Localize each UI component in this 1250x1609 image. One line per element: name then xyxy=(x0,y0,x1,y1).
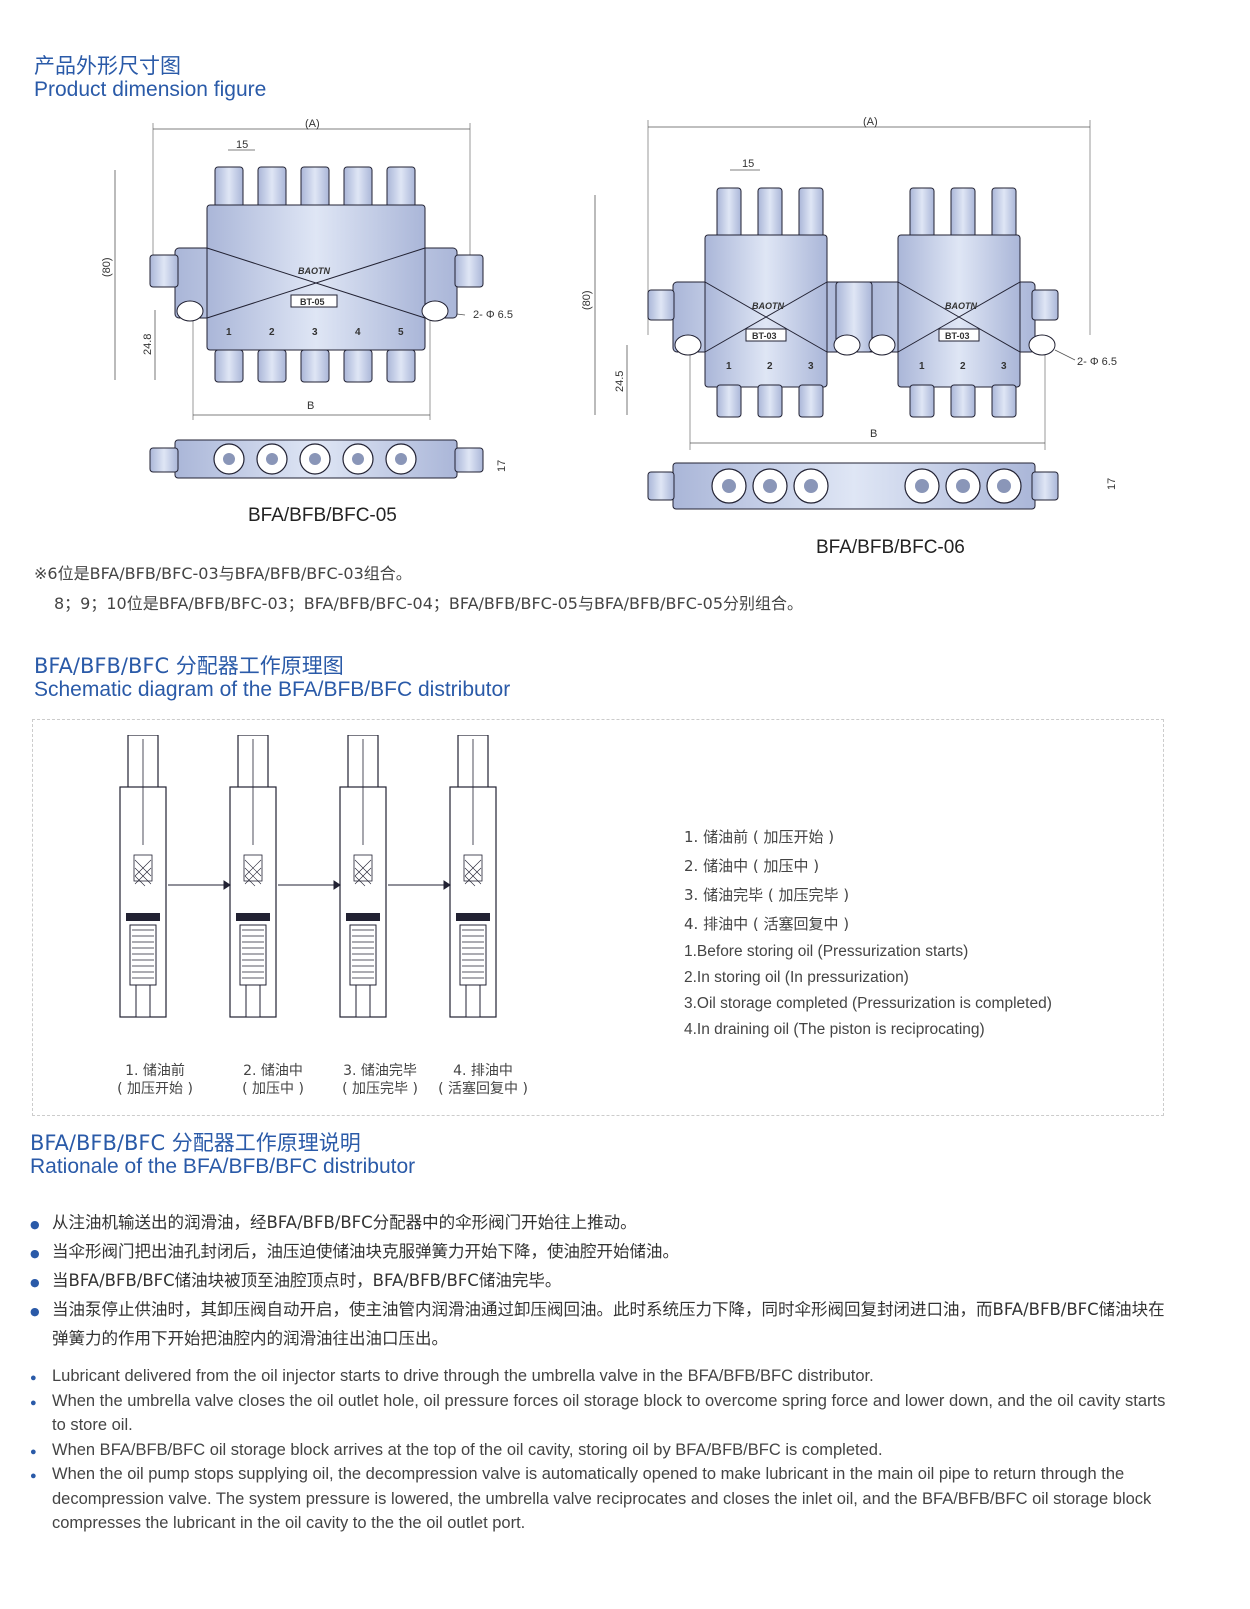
schematic-legend: 1. 储油前 ( 加压开始 ) 2. 储油中 ( 加压中 ) 3. 储油完毕 (… xyxy=(684,823,1052,1043)
note-line-2: 8；9；10位是BFA/BFB/BFC-03；BFA/BFB/BFC-04；BF… xyxy=(54,594,804,613)
schematic-caption: 3. 储油完毕 ( 加压完毕 ) xyxy=(325,1062,435,1098)
left-dim-hole: 2- Φ 6.5 xyxy=(473,309,513,321)
right-dim-a: (A) xyxy=(863,116,878,128)
schematic-drawing xyxy=(119,735,497,1018)
caption-title: 2. 储油中 xyxy=(243,1063,303,1079)
left-dim-height: (80) xyxy=(101,257,113,277)
note-line-1: ※6位是BFA/BFB/BFC-03与BFA/BFB/BFC-03组合。 xyxy=(34,564,412,583)
left-model-label: BFA/BFB/BFC-05 xyxy=(248,505,397,526)
caption-title: 4. 排油中 xyxy=(453,1063,513,1079)
right-dim-hole: 2- Φ 6.5 xyxy=(1077,356,1117,368)
caption-title: 1. 储油前 xyxy=(125,1063,185,1079)
outlet-number: 1 xyxy=(726,361,732,372)
legend-en-2: 2.In storing oil (In pressurization) xyxy=(684,969,909,986)
rationale-cn-item: 当BFA/BFB/BFC储油块被顶至油腔顶点时，BFA/BFB/BFC储油完毕。 xyxy=(30,1266,1180,1297)
caption-title: 3. 储油完毕 xyxy=(343,1063,417,1079)
schematic-caption: 4. 排油中 ( 活塞回复中 ) xyxy=(428,1062,538,1098)
caption-subtitle: ( 加压开始 ) xyxy=(117,1081,193,1097)
right-block-label-1: BT-03 xyxy=(752,331,777,341)
legend-en-4: 4.In draining oil (The piston is recipro… xyxy=(684,1021,985,1038)
rationale-cn-item: 当伞形阀门把出油孔封闭后，油压迫使储油块克服弹簧力开始下降，使油腔开始储油。 xyxy=(30,1237,1180,1268)
schematic-caption: 1. 储油前 ( 加压开始 ) xyxy=(100,1062,210,1098)
left-dimension-drawing: (A) 15 (80) 24.8 B 2- Φ 6.5 17 BAOTN BT-… xyxy=(101,118,513,479)
right-block-label-2: BT-03 xyxy=(945,331,970,341)
caption-subtitle: ( 活塞回复中 ) xyxy=(438,1081,528,1097)
left-dim-a: (A) xyxy=(305,118,320,130)
legend-cn-3: 3. 储油完毕 ( 加压完毕 ) xyxy=(684,886,850,904)
outlet-number: 2 xyxy=(767,361,773,372)
rationale-en-item: When BFA/BFB/BFC oil storage block arriv… xyxy=(30,1438,1180,1463)
right-brand-1: BAOTN xyxy=(752,301,784,311)
caption-subtitle: ( 加压完毕 ) xyxy=(342,1081,418,1097)
outlet-number: 4 xyxy=(355,327,361,338)
rationale-list-cn: 从注油机输送出的润滑油，经BFA/BFB/BFC分配器中的伞形阀门开始往上推动。… xyxy=(30,1208,1180,1353)
right-dim-b: B xyxy=(870,428,877,440)
outlet-number: 2 xyxy=(269,327,275,338)
outlet-number: 2 xyxy=(960,361,966,372)
right-dim-hole-height: 24.5 xyxy=(614,371,626,392)
left-dim-depth: 17 xyxy=(496,460,508,472)
right-brand-2: BAOTN xyxy=(945,301,977,311)
dimension-title-cn: 产品外形尺寸图 xyxy=(34,54,181,78)
outlet-number: 1 xyxy=(919,361,925,372)
rationale-cn-item: 从注油机输送出的润滑油，经BFA/BFB/BFC分配器中的伞形阀门开始往上推动。 xyxy=(30,1208,1180,1239)
rationale-en-item: Lubricant delivered from the oil injecto… xyxy=(30,1364,1180,1390)
outlet-number: 5 xyxy=(398,327,404,338)
schematic-title-en: Schematic diagram of the BFA/BFB/BFC dis… xyxy=(34,678,511,701)
rationale-list-en: Lubricant delivered from the oil injecto… xyxy=(30,1364,1180,1536)
right-dimension-drawing: (A) 15 (80) 24.5 B 2- Φ 6.5 17 BAOTN BAO… xyxy=(581,116,1118,510)
right-model-label: BFA/BFB/BFC-06 xyxy=(816,537,965,558)
legend-en-3: 3.Oil storage completed (Pressurization … xyxy=(684,995,1052,1012)
rationale-title-en: Rationale of the BFA/BFB/BFC distributor xyxy=(30,1155,416,1178)
outlet-number: 3 xyxy=(312,327,318,338)
left-brand: BAOTN xyxy=(298,266,330,276)
left-dim-pitch: 15 xyxy=(236,139,248,151)
caption-subtitle: ( 加压中 ) xyxy=(242,1081,304,1097)
schematic-frame xyxy=(32,719,1164,1116)
right-dim-pitch: 15 xyxy=(742,158,754,170)
rationale-title-cn: BFA/BFB/BFC 分配器工作原理说明 xyxy=(30,1131,361,1155)
left-dim-hole-height: 24.8 xyxy=(142,334,154,355)
legend-en-1: 1.Before storing oil (Pressurization sta… xyxy=(684,943,969,960)
dimension-title-en: Product dimension figure xyxy=(34,78,267,101)
outlet-number: 3 xyxy=(1001,361,1007,372)
left-block-label: BT-05 xyxy=(300,297,325,307)
outlet-number: 1 xyxy=(226,327,232,338)
rationale-en-item: When the oil pump stops supplying oil, t… xyxy=(30,1462,1180,1536)
right-dim-depth: 17 xyxy=(1106,478,1118,490)
rationale-en-item: When the umbrella valve closes the oil o… xyxy=(30,1389,1180,1438)
outlet-number: 3 xyxy=(808,361,814,372)
right-dim-height: (80) xyxy=(581,290,593,310)
legend-cn-1: 1. 储油前 ( 加压开始 ) xyxy=(684,828,835,846)
rationale-cn-item: 当油泵停止供油时，其卸压阀自动开启，使主油管内润滑油通过卸压阀回油。此时系统压力… xyxy=(30,1295,1180,1353)
schematic-caption: 2. 储油中 ( 加压中 ) xyxy=(218,1062,328,1098)
left-dim-b: B xyxy=(307,400,314,412)
legend-cn-2: 2. 储油中 ( 加压中 ) xyxy=(684,857,820,875)
legend-cn-4: 4. 排油中 ( 活塞回复中 ) xyxy=(684,915,850,933)
schematic-title-cn: BFA/BFB/BFC 分配器工作原理图 xyxy=(34,654,344,678)
